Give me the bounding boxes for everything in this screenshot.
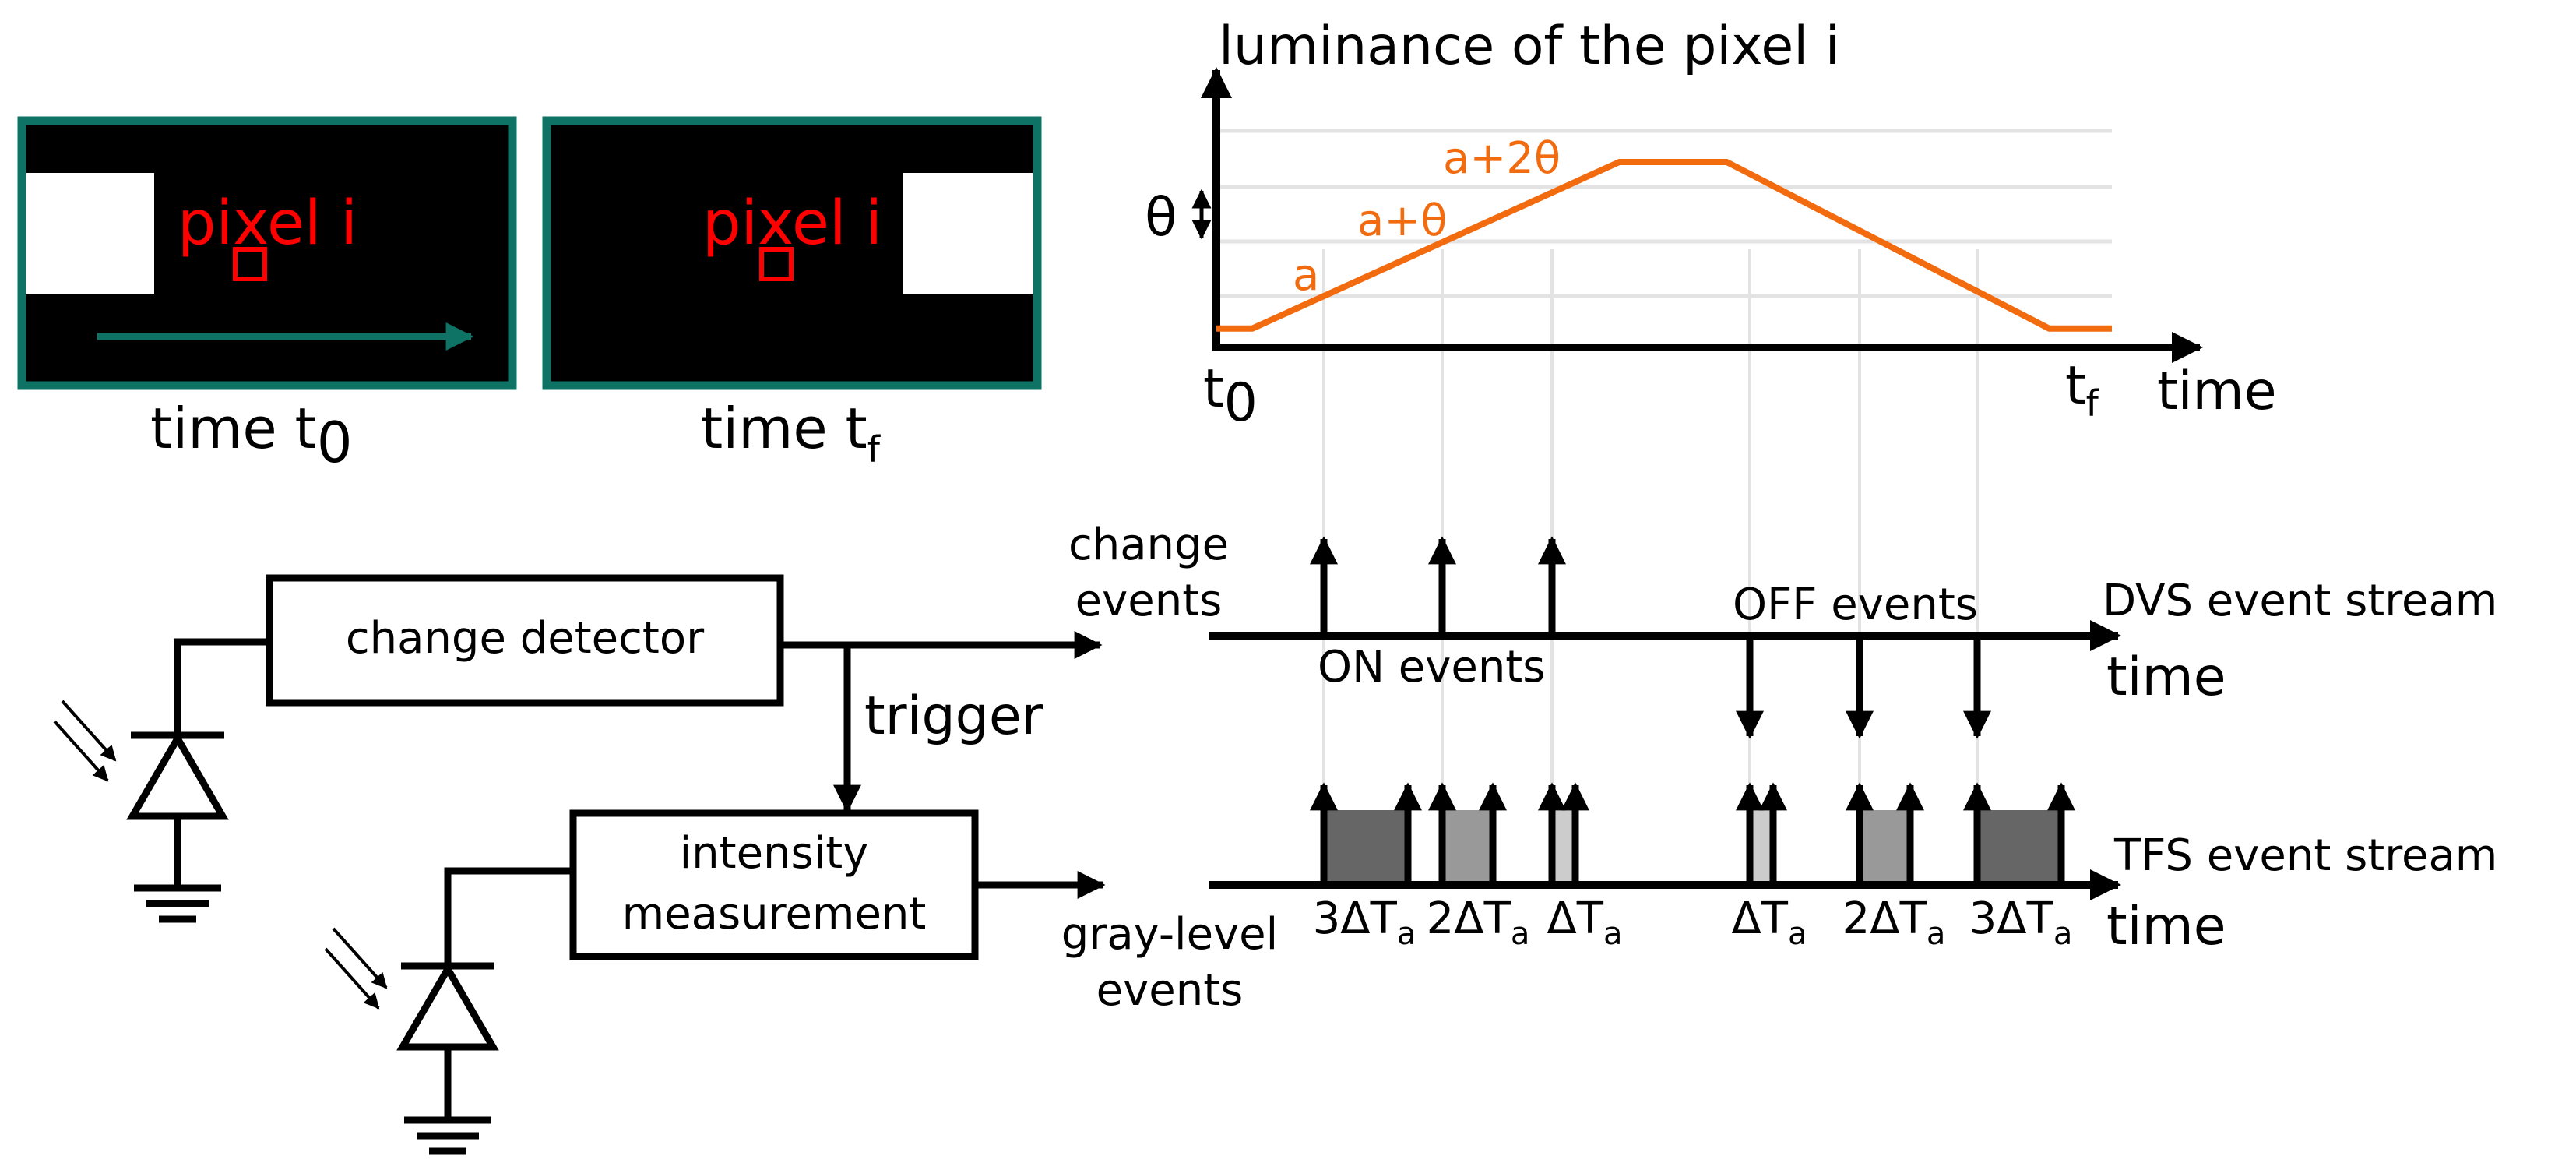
- tfs-stream-label: TFS event stream: [2113, 830, 2497, 881]
- frame-tf-caption: time tf: [701, 396, 882, 470]
- x-axis-label: time: [2157, 361, 2277, 422]
- on-events-label: ON events: [1318, 642, 1545, 692]
- photodiode-icon: [53, 638, 269, 923]
- pixel-label: pixel i: [178, 189, 357, 259]
- change-detector-label: change detector: [346, 613, 705, 664]
- plot-title: luminance of the pixel i: [1219, 16, 1840, 77]
- interval-block: [1324, 810, 1408, 883]
- dvs-event-stream: change events ON events OFF events DVS e…: [1068, 520, 2497, 739]
- threshold-label: θ: [1145, 187, 1177, 248]
- interval-block: [1442, 810, 1493, 883]
- change-events-label: events: [1075, 576, 1223, 626]
- x-start-label: t0: [1203, 358, 1258, 434]
- interval-block: [1977, 810, 2061, 883]
- interval-block: [1552, 810, 1575, 883]
- interval-label: 3ΔTa: [1969, 893, 2073, 952]
- interval-label: ΔTa: [1547, 893, 1622, 952]
- frame-t0: pixel i time t0: [17, 116, 517, 475]
- x-end-label: tf: [2065, 355, 2100, 425]
- intensity-measurement-box: [569, 809, 979, 960]
- interval-label: 3ΔTa: [1313, 893, 1416, 952]
- white-square: [26, 173, 154, 294]
- measurement-label: measurement: [622, 889, 927, 939]
- frame-t0-caption: time t0: [150, 396, 353, 475]
- pixel-marker: [233, 247, 267, 281]
- intensity-label: intensity: [680, 828, 869, 879]
- luminance-plot: luminance of the pixel i θ a a+θ a+2θ t0…: [1145, 16, 2277, 814]
- pixel-marker: [759, 247, 794, 281]
- photodiode-icon: [324, 867, 573, 1155]
- white-square: [903, 173, 1033, 294]
- tfs-time-label: time: [2106, 896, 2226, 957]
- interval-label: 2ΔTa: [1842, 893, 1946, 952]
- level-label-a-2theta: a+2θ: [1443, 133, 1561, 184]
- tfs-event-stream: gray-level events 3ΔTa 2ΔTa ΔTa ΔTa 2ΔTa…: [1061, 782, 2497, 1016]
- gray-level-events-label: gray-level: [1061, 909, 1278, 960]
- interval-block: [1750, 810, 1773, 883]
- trigger-label: trigger: [864, 685, 1043, 747]
- frame-tf: pixel i time tf: [542, 116, 1042, 470]
- off-events-label: OFF events: [1733, 580, 1978, 630]
- dvs-time-label: time: [2106, 647, 2226, 708]
- gray-level-events-label: events: [1096, 965, 1244, 1016]
- level-label-a: a: [1293, 250, 1319, 301]
- level-label-a-theta: a+θ: [1357, 196, 1448, 246]
- dvs-stream-label: DVS event stream: [2103, 576, 2497, 626]
- pixel-circuit: change detector intensity measurement: [53, 574, 1106, 1155]
- luminance-curve: [1216, 159, 2112, 332]
- interval-label: ΔTa: [1731, 893, 1807, 952]
- change-events-label: change: [1068, 520, 1229, 570]
- interval-block: [1860, 810, 1910, 883]
- interval-label: 2ΔTa: [1427, 893, 1530, 952]
